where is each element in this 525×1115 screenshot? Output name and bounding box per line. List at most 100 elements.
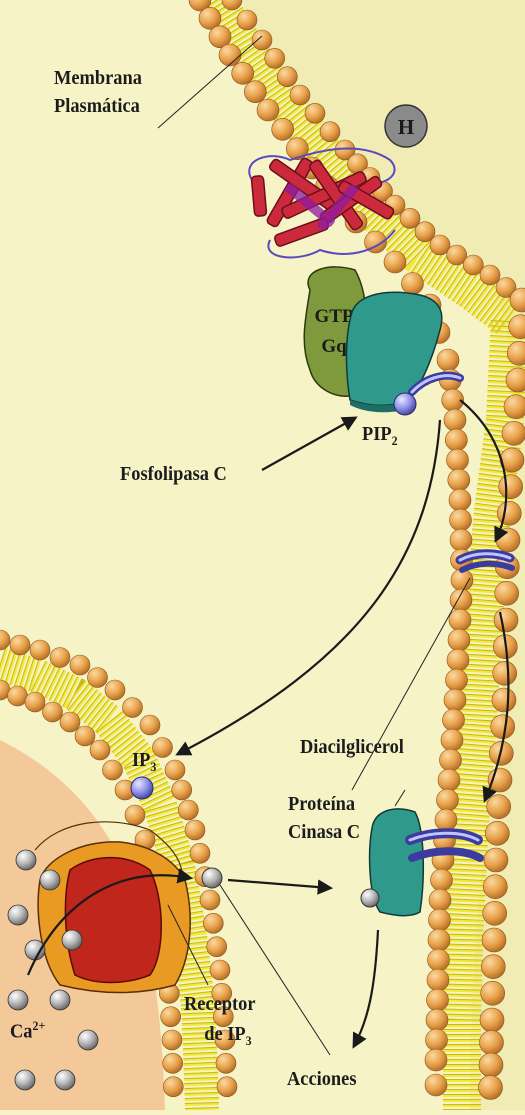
calcium-ion — [62, 930, 82, 950]
lipid-head — [203, 913, 223, 933]
lipid-head — [163, 1053, 183, 1073]
lipid-head — [165, 760, 185, 780]
lipid-head — [447, 649, 469, 671]
calcium-label: Ca2+ — [10, 1014, 45, 1044]
lipid-head — [210, 960, 230, 980]
cytosolic-calcium — [202, 868, 222, 888]
lipid-head — [427, 969, 449, 991]
lipid-head — [265, 48, 285, 68]
lipid-head — [207, 937, 227, 957]
lipid-head — [140, 715, 160, 735]
lipid-head — [88, 668, 108, 688]
lipid-head — [272, 118, 294, 140]
arrow-pkc-actions — [354, 930, 378, 1046]
lipid-head — [448, 469, 470, 491]
lipid-head — [426, 1029, 448, 1051]
lipid-head — [438, 769, 460, 791]
calcium-ion — [40, 870, 60, 890]
lipid-head — [185, 820, 205, 840]
lipid-head — [491, 715, 515, 739]
lipid-head — [493, 661, 517, 685]
lipid-head — [437, 789, 459, 811]
lipid-head — [449, 489, 471, 511]
lipid-head — [123, 698, 143, 718]
fosfolipasa-label: Fosfolipasa C — [120, 462, 227, 486]
lipid-head — [25, 692, 45, 712]
lipid-head — [425, 1074, 447, 1096]
lipid-head — [480, 265, 500, 285]
lipid-head — [219, 44, 241, 66]
lipid-head — [428, 929, 450, 951]
arrow-ca-pkc — [228, 880, 330, 888]
lipid-head — [200, 890, 220, 910]
lipid-head — [495, 581, 519, 605]
lipid-head — [440, 749, 462, 771]
lipid-head — [232, 62, 254, 84]
lipid-head — [499, 475, 523, 499]
lipid-head — [494, 608, 518, 632]
lipid-head — [163, 1077, 183, 1097]
lipid-head — [487, 795, 511, 819]
gq-label: Gq — [321, 336, 347, 357]
lipid-head — [483, 875, 507, 899]
lipid-head — [480, 1031, 504, 1055]
lipid-head — [384, 251, 406, 273]
pip2-label: PIP2 — [362, 422, 398, 453]
lipid-head — [70, 655, 90, 675]
calcium-ion — [8, 990, 28, 1010]
lipid-head — [443, 709, 465, 731]
lipid-head — [320, 122, 340, 142]
lipid-head — [60, 712, 80, 732]
lipid-head — [427, 989, 449, 1011]
hormone: H — [385, 105, 427, 147]
ip3-label: IP3 — [132, 748, 156, 779]
lipid-head — [290, 85, 310, 105]
lipid-head — [481, 981, 505, 1005]
lipid-head — [162, 1030, 182, 1050]
lipid-head — [8, 686, 28, 706]
lipid-head — [428, 949, 450, 971]
lipid-head — [10, 635, 30, 655]
lipid-head — [449, 609, 471, 631]
lipid-head — [444, 409, 466, 431]
lipid-head — [105, 680, 125, 700]
calcium-ion — [16, 850, 36, 870]
lipid-head — [504, 395, 525, 419]
lipid-head — [448, 629, 470, 651]
lipid-head — [90, 740, 110, 760]
lipid-head — [479, 1053, 503, 1077]
calcium-ion — [15, 1070, 35, 1090]
lipid-head — [43, 702, 63, 722]
lipid-head — [447, 449, 469, 471]
lipid-head — [479, 1076, 503, 1100]
lipid-head — [217, 1077, 237, 1097]
lipid-head — [125, 805, 145, 825]
calcium-ion — [25, 940, 45, 960]
lipid-head — [252, 30, 272, 50]
lipid-head — [450, 509, 472, 531]
lipid-head — [483, 901, 507, 925]
lipid-head — [172, 780, 192, 800]
lipid-head — [75, 726, 95, 746]
membrane-label: Membrana Plasmática — [54, 66, 142, 118]
lipid-head — [0, 630, 10, 650]
calcium-ion — [55, 1070, 75, 1090]
lipid-head — [484, 848, 508, 872]
phospholipase-c — [346, 292, 441, 412]
lipid-head — [190, 843, 210, 863]
ip3-receptor-label: Receptor de IP3 — [184, 992, 256, 1053]
lipid-head — [178, 800, 198, 820]
lipid-head — [446, 669, 468, 691]
lipid-head — [216, 1053, 236, 1073]
lipid-head — [482, 928, 506, 952]
lipid-head — [429, 909, 451, 931]
lipid-head — [497, 501, 521, 525]
lipid-head — [30, 640, 50, 660]
lipid-head — [402, 273, 424, 295]
arrow-plc — [262, 418, 355, 470]
lipid-head — [450, 529, 472, 551]
lipid-head — [441, 729, 463, 751]
lipid-head — [502, 421, 525, 445]
